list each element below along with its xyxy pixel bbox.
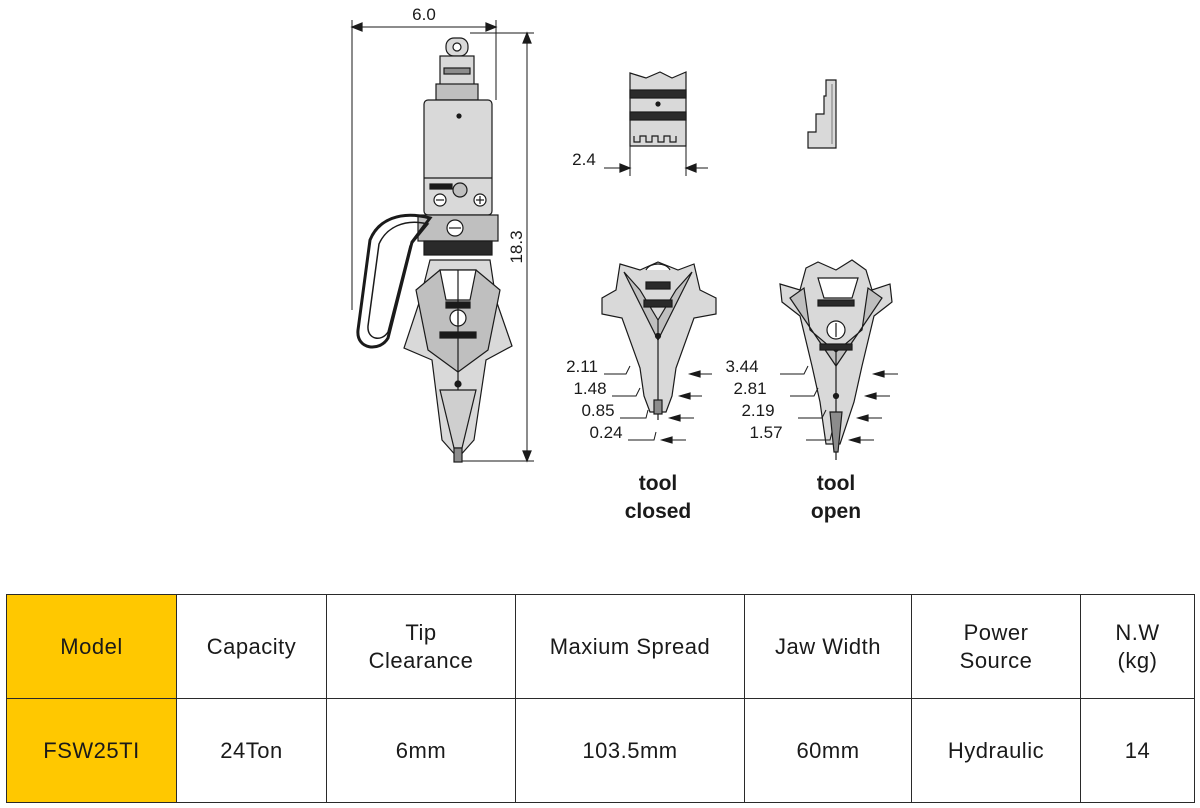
tool-open-view — [779, 259, 898, 460]
header-tip-clearance: Tip Clearance — [326, 594, 516, 699]
header-capacity: Capacity — [176, 594, 327, 699]
header-net-weight-line1: N.W — [1115, 620, 1160, 645]
header-net-weight: N.W (kg) — [1080, 594, 1195, 699]
cell-model: FSW25TI — [6, 698, 177, 803]
cell-jaw-width: 60mm — [744, 698, 912, 803]
closed-caption-line2: closed — [625, 500, 692, 523]
header-net-weight-line2: (kg) — [1117, 647, 1158, 673]
cell-capacity: 24Ton — [176, 698, 327, 803]
header-power-source-line1: Power — [963, 620, 1029, 645]
header-power-source-line2: Source — [959, 647, 1033, 673]
table-row: FSW25TI 24Ton 6mm 103.5mm 60mm Hydraulic… — [6, 698, 1195, 803]
header-max-spread: Maxium Spread — [515, 594, 745, 699]
closed-dimension-4: 0.24 — [589, 423, 622, 442]
cell-max-spread: 103.5mm — [515, 698, 745, 803]
open-dimension-2: 2.81 — [733, 379, 766, 398]
spec-table: Model Capacity Tip Clearance Maxium Spre… — [6, 594, 1195, 803]
open-dimension-4: 1.57 — [749, 423, 782, 442]
jaw-width-dimension: 2.4 — [572, 150, 596, 169]
header-jaw-width: Jaw Width — [744, 594, 912, 699]
main-height-dimension: 18.3 — [507, 230, 526, 263]
cell-net-weight: 14 — [1080, 698, 1195, 803]
closed-dimension-1: 2.11 — [566, 357, 598, 376]
header-model: Model — [6, 594, 177, 699]
main-tool-view — [350, 20, 534, 463]
jaw-tip-side-detail — [807, 79, 837, 149]
header-power-source: Power Source — [911, 594, 1081, 699]
open-caption-line1: tool — [817, 472, 855, 495]
closed-caption-line1: tool — [639, 472, 677, 495]
open-dimension-1: 3.44 — [725, 357, 758, 376]
main-width-dimension: 6.0 — [412, 5, 436, 24]
header-tip-clearance-line2: Clearance — [368, 647, 474, 673]
open-caption-line2: open — [811, 500, 861, 523]
open-dimension-3: 2.19 — [741, 401, 774, 420]
closed-dimension-3: 0.85 — [581, 401, 614, 420]
cell-tip-clearance: 6mm — [326, 698, 516, 803]
closed-dimension-2: 1.48 — [573, 379, 606, 398]
header-tip-clearance-line1: Tip — [405, 620, 437, 645]
jaw-tip-front-detail — [604, 71, 708, 176]
table-header-row: Model Capacity Tip Clearance Maxium Spre… — [6, 594, 1195, 699]
tool-closed-view — [601, 261, 717, 444]
technical-drawing: 6.0 18.3 2.4 — [350, 5, 898, 523]
cell-power-source: Hydraulic — [911, 698, 1081, 803]
